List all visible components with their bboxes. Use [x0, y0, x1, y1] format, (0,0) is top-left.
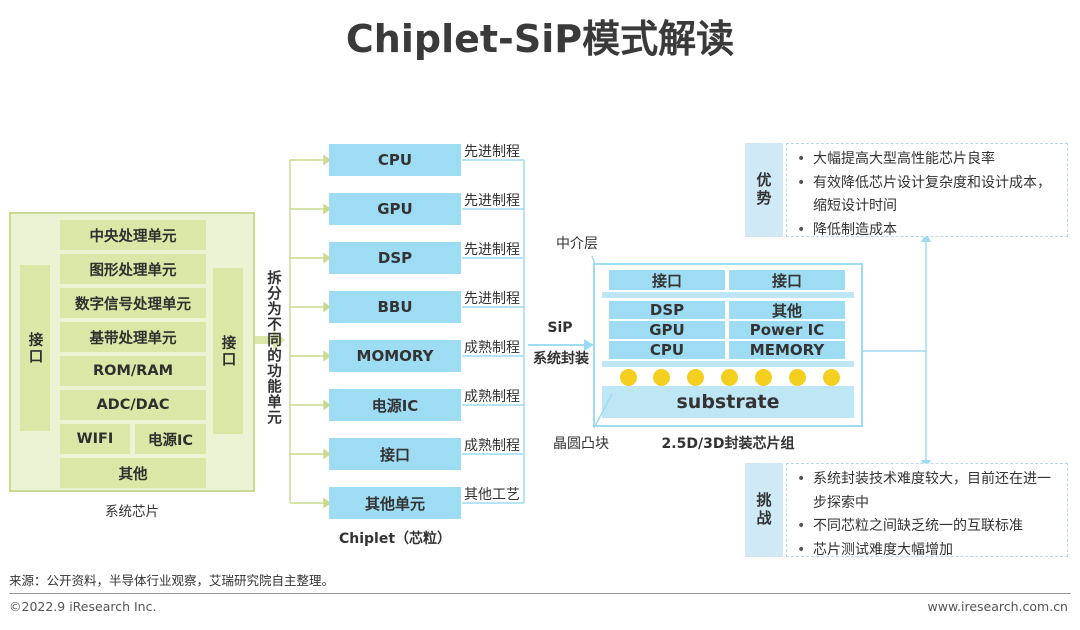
sip-interface-right: 接口 [729, 270, 845, 290]
unit-adc: ADC/DAC [60, 390, 206, 420]
challenge-item: 不同芯粒之间缺乏统一的互联标准 [797, 515, 1059, 539]
wafer-bump [721, 369, 738, 386]
sip-caption: 2.5D/3D封装芯片组 [661, 436, 795, 452]
split-label: 拆分为不同的功能单元 [265, 270, 281, 425]
process-label: 先进制程 [464, 144, 520, 160]
interposer-label: 中介层 [556, 236, 598, 252]
chiplet-dsp: DSP [329, 242, 461, 274]
sip-interface-left: 接口 [609, 270, 725, 290]
advantages-box: 大幅提高大型高性能芯片良率 有效降低芯片设计复杂度和设计成本，缩短设计时间 降低… [786, 143, 1068, 242]
source-note: 来源：公开资料，半导体行业观察，艾瑞研究院自主整理。 [9, 573, 335, 588]
bump-pointer [593, 393, 613, 429]
process-label: 成熟制程 [464, 438, 520, 454]
challenges-box: 系统封装技术难度较大，目前还在进一步探索中 不同芯粒之间缺乏统一的互联标准 芯片… [786, 463, 1068, 562]
advantage-item: 降低制造成本 [797, 219, 1059, 243]
right-connector [862, 232, 931, 470]
wafer-bump [823, 369, 840, 386]
unit-gpu: 图形处理单元 [60, 254, 206, 284]
chiplet-interface: 接口 [329, 438, 461, 470]
wafer-bump [687, 369, 704, 386]
sip-cpu: CPU [609, 341, 725, 359]
footer-divider [9, 593, 1071, 594]
sip-memory: MEMORY [729, 341, 845, 359]
interface-right: 接口 [213, 268, 243, 434]
page-title: Chiplet-SiP模式解读 [345, 17, 735, 61]
chiplet-caption: Chiplet（芯粒） [338, 531, 452, 547]
sip-arrow-line1: SiP [547, 320, 573, 336]
unit-power-ic: 电源IC [135, 424, 206, 454]
sip-other: 其他 [729, 301, 845, 320]
process-label: 先进制程 [464, 193, 520, 209]
unit-dsp: 数字信号处理单元 [60, 288, 206, 318]
unit-wifi: WIFI [60, 424, 130, 454]
sip-gpu: GPU [609, 321, 725, 339]
bump-label: 晶圆凸块 [553, 436, 609, 452]
process-label: 其他工艺 [464, 487, 520, 503]
challenge-item: 芯片测试难度大幅增加 [797, 539, 1059, 563]
wafer-bump [755, 369, 772, 386]
unit-other: 其他 [60, 458, 206, 488]
advantages-tag: 优势 [745, 143, 783, 237]
interposer-bar [602, 292, 854, 298]
advantage-item: 大幅提高大型高性能芯片良率 [797, 148, 1059, 172]
sip-arrow-line2: 系统封装 [533, 351, 589, 367]
wafer-bump [653, 369, 670, 386]
sip-arrow-icon [528, 339, 594, 351]
unit-cpu: 中央处理单元 [60, 220, 206, 250]
sip-dsp: DSP [609, 301, 725, 319]
challenge-item: 系统封装技术难度较大，目前还在进一步探索中 [797, 468, 1059, 515]
unit-memory: ROM/RAM [60, 356, 206, 386]
split-arrow-icon [255, 330, 285, 350]
sip-power-ic: Power IC [729, 321, 845, 339]
process-label: 先进制程 [464, 242, 520, 258]
chiplet-other: 其他单元 [329, 487, 461, 519]
merge-lines [462, 159, 525, 504]
branch-lines [289, 154, 332, 509]
process-label: 先进制程 [464, 291, 520, 307]
process-label: 成熟制程 [464, 389, 520, 405]
system-chip-caption: 系统芯片 [105, 504, 159, 520]
advantage-item: 有效降低芯片设计复杂度和设计成本，缩短设计时间 [797, 172, 1059, 219]
substrate: substrate [602, 386, 854, 418]
interface-left: 接口 [20, 265, 50, 431]
wafer-bump [789, 369, 806, 386]
chiplet-cpu: CPU [329, 144, 461, 176]
wafer-bump [620, 369, 637, 386]
chiplet-memory: MOMORY [329, 340, 461, 372]
copyright: ©2022.9 iResearch Inc. [9, 599, 157, 614]
process-label: 成熟制程 [464, 340, 520, 356]
challenges-tag: 挑战 [745, 463, 783, 557]
website: www.iresearch.com.cn [927, 599, 1069, 614]
chiplet-power-ic: 电源IC [329, 389, 461, 421]
unit-bbu: 基带处理单元 [60, 322, 206, 352]
interposer-bar [602, 361, 854, 367]
chiplet-gpu: GPU [329, 193, 461, 225]
chiplet-bbu: BBU [329, 291, 461, 323]
